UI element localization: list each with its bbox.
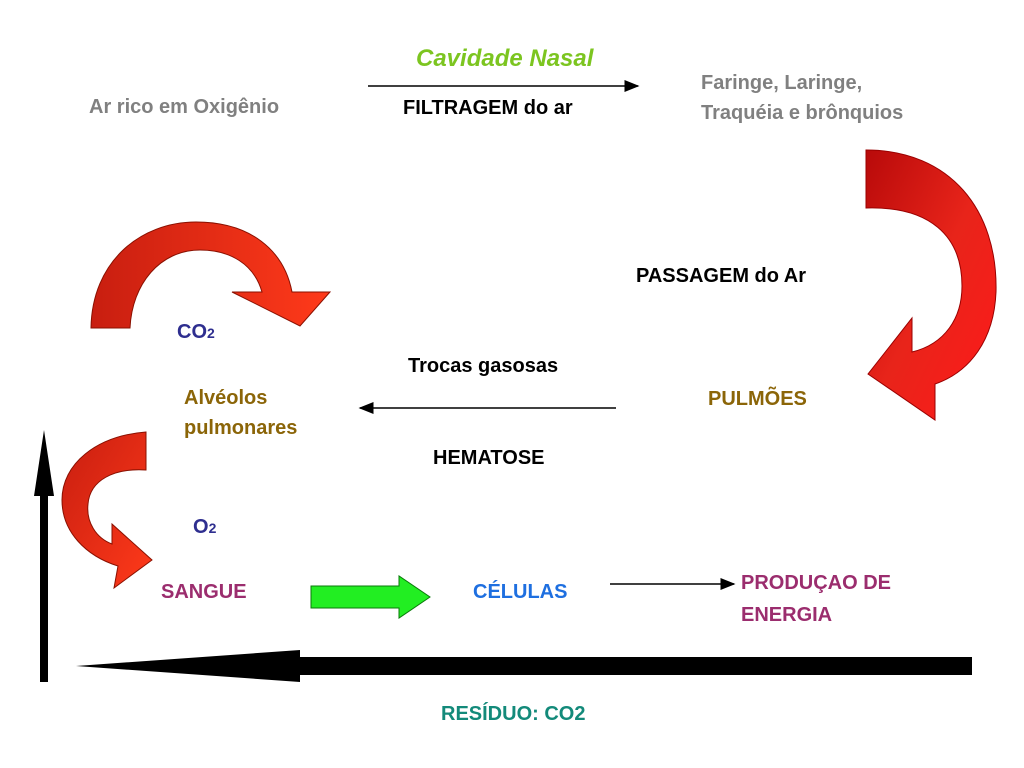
vertical-return-arrow [34, 430, 54, 682]
node-faringe-line2: Traquéia e brônquios [701, 102, 904, 124]
gas-o2: O2 [193, 515, 216, 540]
edge-residuo: RESÍDUO: CO2 [441, 703, 586, 725]
edge-cavidade-nasal: Cavidade Nasal [416, 45, 594, 72]
gas-co2-subscript: 2 [207, 325, 215, 341]
node-faringe-line1: Faringe, Laringe, [701, 72, 863, 94]
curved-arrow-passagem [865, 149, 997, 421]
node-celulas: CÉLULAS [473, 581, 568, 603]
green-arrow-sangue-celulas [310, 575, 431, 619]
edge-hematose: HEMATOSE [433, 447, 545, 469]
gas-o2-main: O [193, 516, 209, 538]
edge-passagem: PASSAGEM do Ar [636, 265, 807, 287]
node-producao-line1: PRODUÇAO DE [741, 572, 892, 594]
residue-arrow [76, 650, 972, 682]
node-pulmoes: PULMÕES [708, 388, 807, 410]
gas-o2-subscript: 2 [208, 520, 217, 536]
edge-trocas-gasosas: Trocas gasosas [408, 355, 559, 377]
gas-co2-main: CO [177, 321, 207, 343]
curved-arrow-o2 [61, 431, 153, 590]
node-sangue: SANGUE [161, 581, 247, 603]
node-alveolos-line1: Alvéolos [184, 387, 268, 409]
node-alveolos-line2: pulmonares [184, 417, 298, 439]
curved-arrow-co2 [90, 221, 332, 329]
gas-co2: CO2 [177, 320, 215, 345]
node-producao-line2: ENERGIA [741, 604, 833, 626]
edge-filtragem: FILTRAGEM do ar [403, 97, 573, 119]
node-ar-rico: Ar rico em Oxigênio [89, 96, 280, 118]
